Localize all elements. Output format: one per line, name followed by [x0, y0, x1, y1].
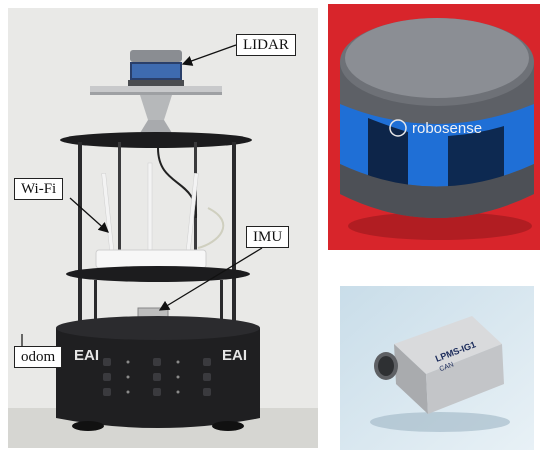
- wifi-label: Wi-Fi: [14, 178, 64, 200]
- imu-illustration: LPMS-IG1 CAN: [340, 286, 534, 450]
- robot-brand-left: EAI: [74, 347, 99, 364]
- robosense-logo-icon: [389, 119, 407, 137]
- lidar-sensor: [128, 50, 184, 86]
- imu-label: IMU: [246, 226, 290, 248]
- lidar-product-photo: robosense: [328, 4, 540, 250]
- odom-label: odom: [14, 346, 63, 368]
- robot-brand-right: EAI: [222, 347, 247, 364]
- lidar-illustration: robosense: [328, 4, 540, 250]
- robot-base: [56, 316, 260, 431]
- lidar-brand-name: robosense: [412, 120, 482, 137]
- imu-sub-marking: CAN: [439, 361, 455, 373]
- lidar-label: LIDAR: [236, 34, 296, 56]
- imu-product-photo: LPMS-IG1 CAN: [340, 286, 534, 450]
